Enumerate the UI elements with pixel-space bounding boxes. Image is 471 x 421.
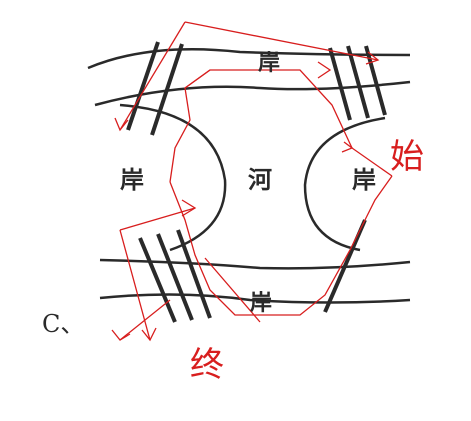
bank-label-left: 岸 [120, 165, 144, 194]
bottom-bank-lower-outline [99, 293, 411, 304]
left-bank-outline [119, 103, 227, 252]
river-label: 河 [248, 165, 272, 194]
route-path [119, 21, 393, 341]
end-label: 终 [190, 345, 224, 385]
start-label: 始 [390, 137, 424, 177]
bridge-top-left [126, 41, 184, 136]
bank-label-top: 岸 [258, 50, 281, 76]
route-arrowheads [111, 51, 380, 342]
bank-label-right: 岸 [352, 165, 376, 194]
bank-label-bottom: 岸 [250, 290, 273, 316]
bridge-bottom-left [138, 229, 212, 323]
bottom-bank-outline [99, 258, 411, 270]
top-bank-outline [87, 48, 411, 70]
bridge-top-right [328, 45, 387, 121]
option-label: C、 [42, 310, 85, 338]
right-bank-outline [303, 116, 386, 252]
bridge-bottom-right [323, 219, 367, 313]
